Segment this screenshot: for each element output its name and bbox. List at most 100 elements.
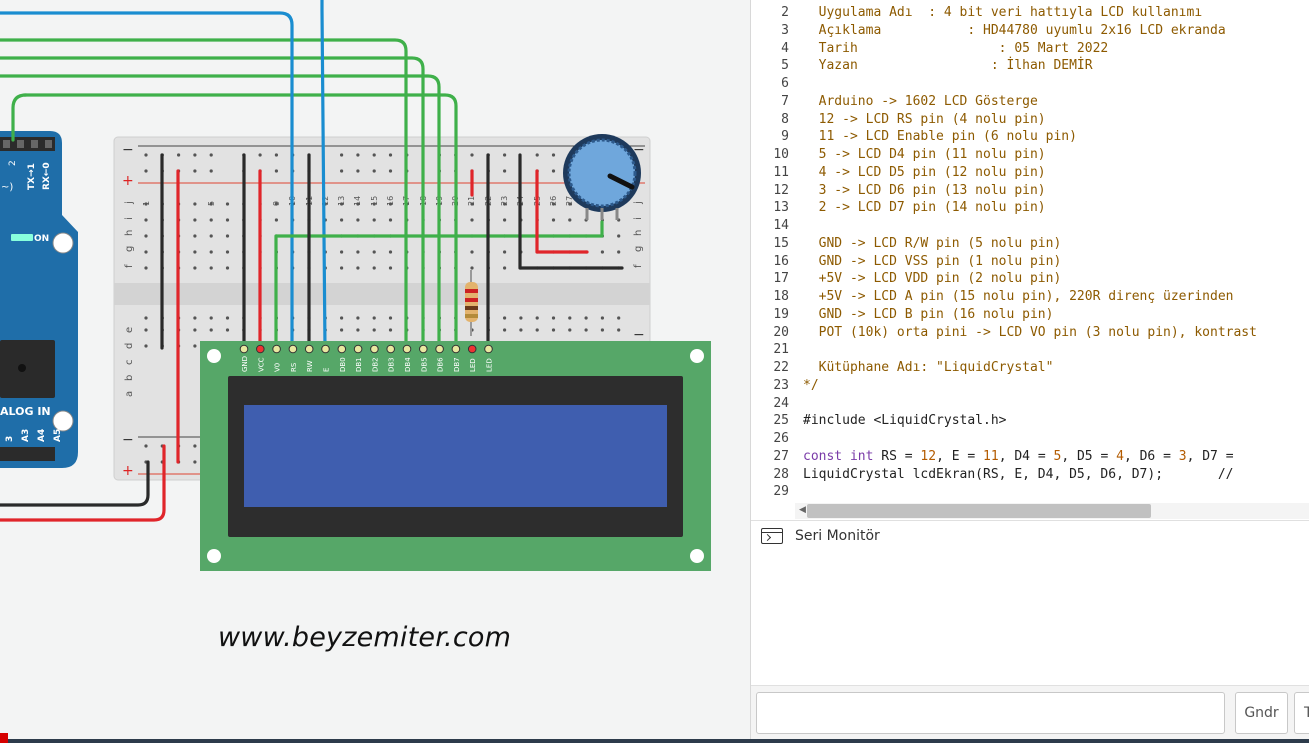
breadboard-hole[interactable] (209, 153, 213, 157)
breadboard-hole[interactable] (209, 316, 213, 320)
breadboard-hole[interactable] (503, 169, 507, 173)
breadboard-hole[interactable] (193, 202, 197, 206)
breadboard-hole[interactable] (209, 169, 213, 173)
lcd-pin[interactable] (337, 344, 347, 354)
breadboard-hole[interactable] (193, 218, 197, 222)
lcd-pin[interactable] (435, 344, 444, 354)
breadboard-hole[interactable] (193, 316, 197, 320)
breadboard-hole[interactable] (225, 218, 230, 222)
breadboard-hole[interactable] (503, 250, 507, 254)
breadboard-hole[interactable] (356, 328, 360, 332)
breadboard-hole[interactable] (568, 202, 572, 206)
breadboard-hole[interactable] (388, 266, 393, 270)
lcd-pin[interactable] (402, 344, 412, 354)
breadboard-hole[interactable] (503, 316, 507, 320)
breadboard-hole[interactable] (225, 328, 230, 332)
breadboard-hole[interactable] (372, 153, 376, 157)
breadboard-hole[interactable] (274, 153, 278, 157)
breadboard-hole[interactable] (519, 316, 523, 320)
breadboard-hole[interactable] (372, 202, 376, 206)
breadboard-hole[interactable] (340, 202, 344, 206)
breadboard-hole[interactable] (340, 316, 344, 320)
header-pin[interactable] (45, 140, 52, 148)
wire-arduino-gnd[interactable] (0, 460, 150, 507)
breadboard-hole[interactable] (209, 250, 213, 254)
breadboard-hole[interactable] (193, 266, 197, 270)
breadboard-hole[interactable] (503, 202, 507, 206)
breadboard-hole[interactable] (388, 316, 393, 320)
breadboard-hole[interactable] (144, 169, 148, 173)
potentiometer-knob[interactable] (567, 138, 637, 208)
wire-contrast[interactable] (274, 220, 604, 350)
breadboard-hole[interactable] (388, 218, 393, 222)
wire-d6[interactable] (0, 74, 441, 350)
breadboard-hole[interactable] (372, 169, 376, 173)
breadboard-hole[interactable] (225, 266, 230, 270)
wire-arduino-5v[interactable] (0, 444, 166, 522)
breadboard-hole[interactable] (356, 153, 360, 157)
breadboard-hole[interactable] (551, 169, 556, 173)
breadboard-hole[interactable] (356, 316, 360, 320)
breadboard-hole[interactable] (372, 250, 376, 254)
breadboard-hole[interactable] (144, 316, 148, 320)
wire-d7[interactable] (22, 93, 458, 350)
breadboard-hole[interactable] (340, 153, 344, 157)
lcd-pin[interactable] (288, 344, 298, 354)
breadboard-hole[interactable] (535, 328, 539, 332)
breadboard-hole[interactable] (193, 344, 197, 348)
header-pin[interactable] (31, 140, 38, 148)
wire-d4[interactable] (0, 38, 408, 350)
breadboard-hole[interactable] (193, 460, 197, 464)
breadboard-hole[interactable] (372, 316, 376, 320)
breadboard-hole[interactable] (193, 169, 197, 173)
breadboard-hole[interactable] (193, 234, 197, 238)
serial-monitor-header[interactable]: Seri Monitör (751, 520, 1309, 554)
breadboard-hole[interactable] (356, 202, 360, 206)
breadboard-hole[interactable] (388, 202, 393, 206)
breadboard-hole[interactable] (551, 218, 556, 222)
breadboard-hole[interactable] (225, 250, 230, 254)
breadboard-hole[interactable] (340, 328, 344, 332)
scrollbar-thumb[interactable] (807, 504, 1151, 518)
breadboard-hole[interactable] (503, 328, 507, 332)
code-horizontal-scrollbar[interactable]: ◀ (795, 503, 1309, 519)
breadboard-hole[interactable] (356, 250, 360, 254)
breadboard-hole[interactable] (356, 266, 360, 270)
breadboard-hole[interactable] (388, 153, 393, 157)
scroll-left-arrow-icon[interactable]: ◀ (799, 505, 806, 515)
breadboard-hole[interactable] (470, 218, 474, 222)
code-editor[interactable]: 2 Uygulama Adı : 4 bit veri hattıyla LCD… (751, 0, 1309, 503)
breadboard-hole[interactable] (470, 250, 474, 254)
lcd-pin[interactable] (353, 344, 363, 354)
header-pin[interactable] (17, 140, 24, 148)
lcd-pin[interactable] (239, 344, 249, 354)
breadboard-hole[interactable] (177, 153, 181, 157)
breadboard-hole[interactable] (340, 266, 344, 270)
breadboard-hole[interactable] (144, 344, 148, 348)
breadboard-hole[interactable] (356, 169, 360, 173)
breadboard-hole[interactable] (193, 444, 197, 448)
lcd-pin[interactable] (272, 344, 281, 354)
breadboard-hole[interactable] (388, 328, 393, 332)
lcd-pin[interactable] (256, 344, 265, 354)
lcd-pin[interactable] (386, 344, 396, 354)
breadboard-hole[interactable] (568, 328, 572, 332)
breadboard-hole[interactable] (503, 266, 507, 270)
breadboard-hole[interactable] (225, 202, 230, 206)
breadboard-hole[interactable] (258, 153, 262, 157)
lcd-pin[interactable] (370, 344, 379, 354)
breadboard-hole[interactable] (372, 218, 376, 222)
wire-pot-vcc[interactable] (535, 169, 589, 254)
breadboard-hole[interactable] (209, 328, 213, 332)
breadboard-hole[interactable] (340, 218, 344, 222)
breadboard-hole[interactable] (584, 316, 588, 320)
wire-d5[interactable] (0, 56, 425, 350)
breadboard-hole[interactable] (600, 316, 605, 320)
breadboard-hole[interactable] (144, 218, 148, 222)
breadboard-hole[interactable] (144, 202, 148, 206)
breadboard-hole[interactable] (503, 218, 507, 222)
breadboard-hole[interactable] (274, 218, 278, 222)
breadboard-hole[interactable] (144, 234, 148, 238)
breadboard-hole[interactable] (388, 250, 393, 254)
